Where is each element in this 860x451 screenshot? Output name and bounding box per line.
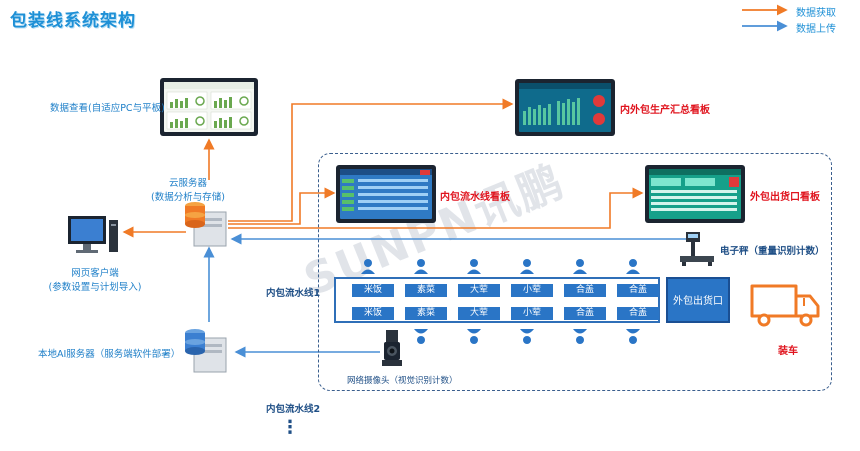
worker-icon [361, 259, 375, 274]
inner-board-label: 内包流水线看板 [440, 192, 510, 203]
web-client-label-2: (参数设置与计划导入) [48, 282, 142, 293]
worker-icon [573, 329, 587, 344]
page-title: 包装线系统架构 [10, 11, 136, 31]
scale-icon [680, 232, 714, 266]
worker-icon [414, 329, 428, 344]
workshop-region [318, 153, 832, 391]
station-bottom-veg: 素菜 [405, 307, 447, 320]
summary-chart-icon [519, 83, 611, 125]
camera-label: 网络摄像头（视觉识别计数） [347, 376, 458, 386]
station-top-veg: 素菜 [405, 284, 447, 297]
line2-label: 内包流水线2 [266, 404, 321, 415]
worker-icon [414, 259, 428, 274]
web-client-label-1: 网页客户端 [71, 268, 119, 279]
inner-board-monitor [336, 165, 436, 223]
truck-icon [750, 284, 820, 327]
pc-client-icon [68, 216, 118, 253]
station-top-big-meat: 大荤 [458, 284, 500, 297]
arrow-cloud-to-summary [228, 98, 514, 222]
worker-icon [520, 329, 534, 344]
station-bottom-rice: 米饭 [352, 307, 394, 320]
more-lines-ellipsis: ⋮ [281, 417, 299, 438]
station-bottom-lid-1: 合盖 [564, 307, 606, 320]
dataview-label: 数据查看(自适应PC与平板) [50, 103, 165, 114]
legend-data-upload: 数据上传 [796, 24, 836, 35]
outer-board-monitor [645, 165, 745, 223]
arrow-cloud-to-outer [228, 187, 644, 229]
outbound-port: 外包出货口 [666, 277, 730, 323]
station-bottom-small-meat: 小荤 [511, 307, 553, 320]
line1-label: 内包流水线1 [266, 288, 321, 299]
cloud-label-1: 云服务器 [168, 178, 207, 189]
worker-icon [467, 259, 481, 274]
scale-label: 电子秤（重量识别计数） [720, 246, 825, 257]
local-ai-label: 本地AI服务器（服务端软件部署） [38, 349, 181, 360]
worker-icon [467, 329, 481, 344]
legend-data-fetch: 数据获取 [796, 8, 836, 19]
camera-icon [382, 330, 402, 366]
loading-label: 装车 [778, 346, 798, 357]
legend-arrows [742, 4, 788, 32]
outer-table-icon [649, 169, 741, 211]
cloud-server-icon [185, 202, 227, 247]
summary-board-label: 内外包生产汇总看板 [620, 105, 710, 116]
inner-table-icon [340, 169, 432, 211]
local-ai-server-icon [185, 329, 227, 373]
cloud-label-2: (数据分析与存储) [151, 192, 225, 203]
station-bottom-big-meat: 大荤 [458, 307, 500, 320]
arrow-cloud-to-inner [228, 187, 336, 225]
station-top-rice: 米饭 [352, 284, 394, 297]
station-bottom-lid-2: 合盖 [617, 307, 659, 320]
production-line-1: 米饭 素菜 大荤 小荤 合盖 合盖 米饭 素菜 大荤 小荤 合盖 合盖 [334, 277, 660, 323]
dashboard-preview-icon [164, 82, 254, 130]
outer-board-label: 外包出货口看板 [750, 192, 820, 203]
station-top-lid-1: 合盖 [564, 284, 606, 297]
station-top-lid-2: 合盖 [617, 284, 659, 297]
worker-icon [520, 259, 534, 274]
worker-icon [573, 259, 587, 274]
dataview-monitor [160, 78, 258, 136]
summary-board-monitor [515, 79, 615, 136]
worker-icon [626, 259, 640, 274]
worker-icon [626, 329, 640, 344]
station-top-small-meat: 小荤 [511, 284, 553, 297]
